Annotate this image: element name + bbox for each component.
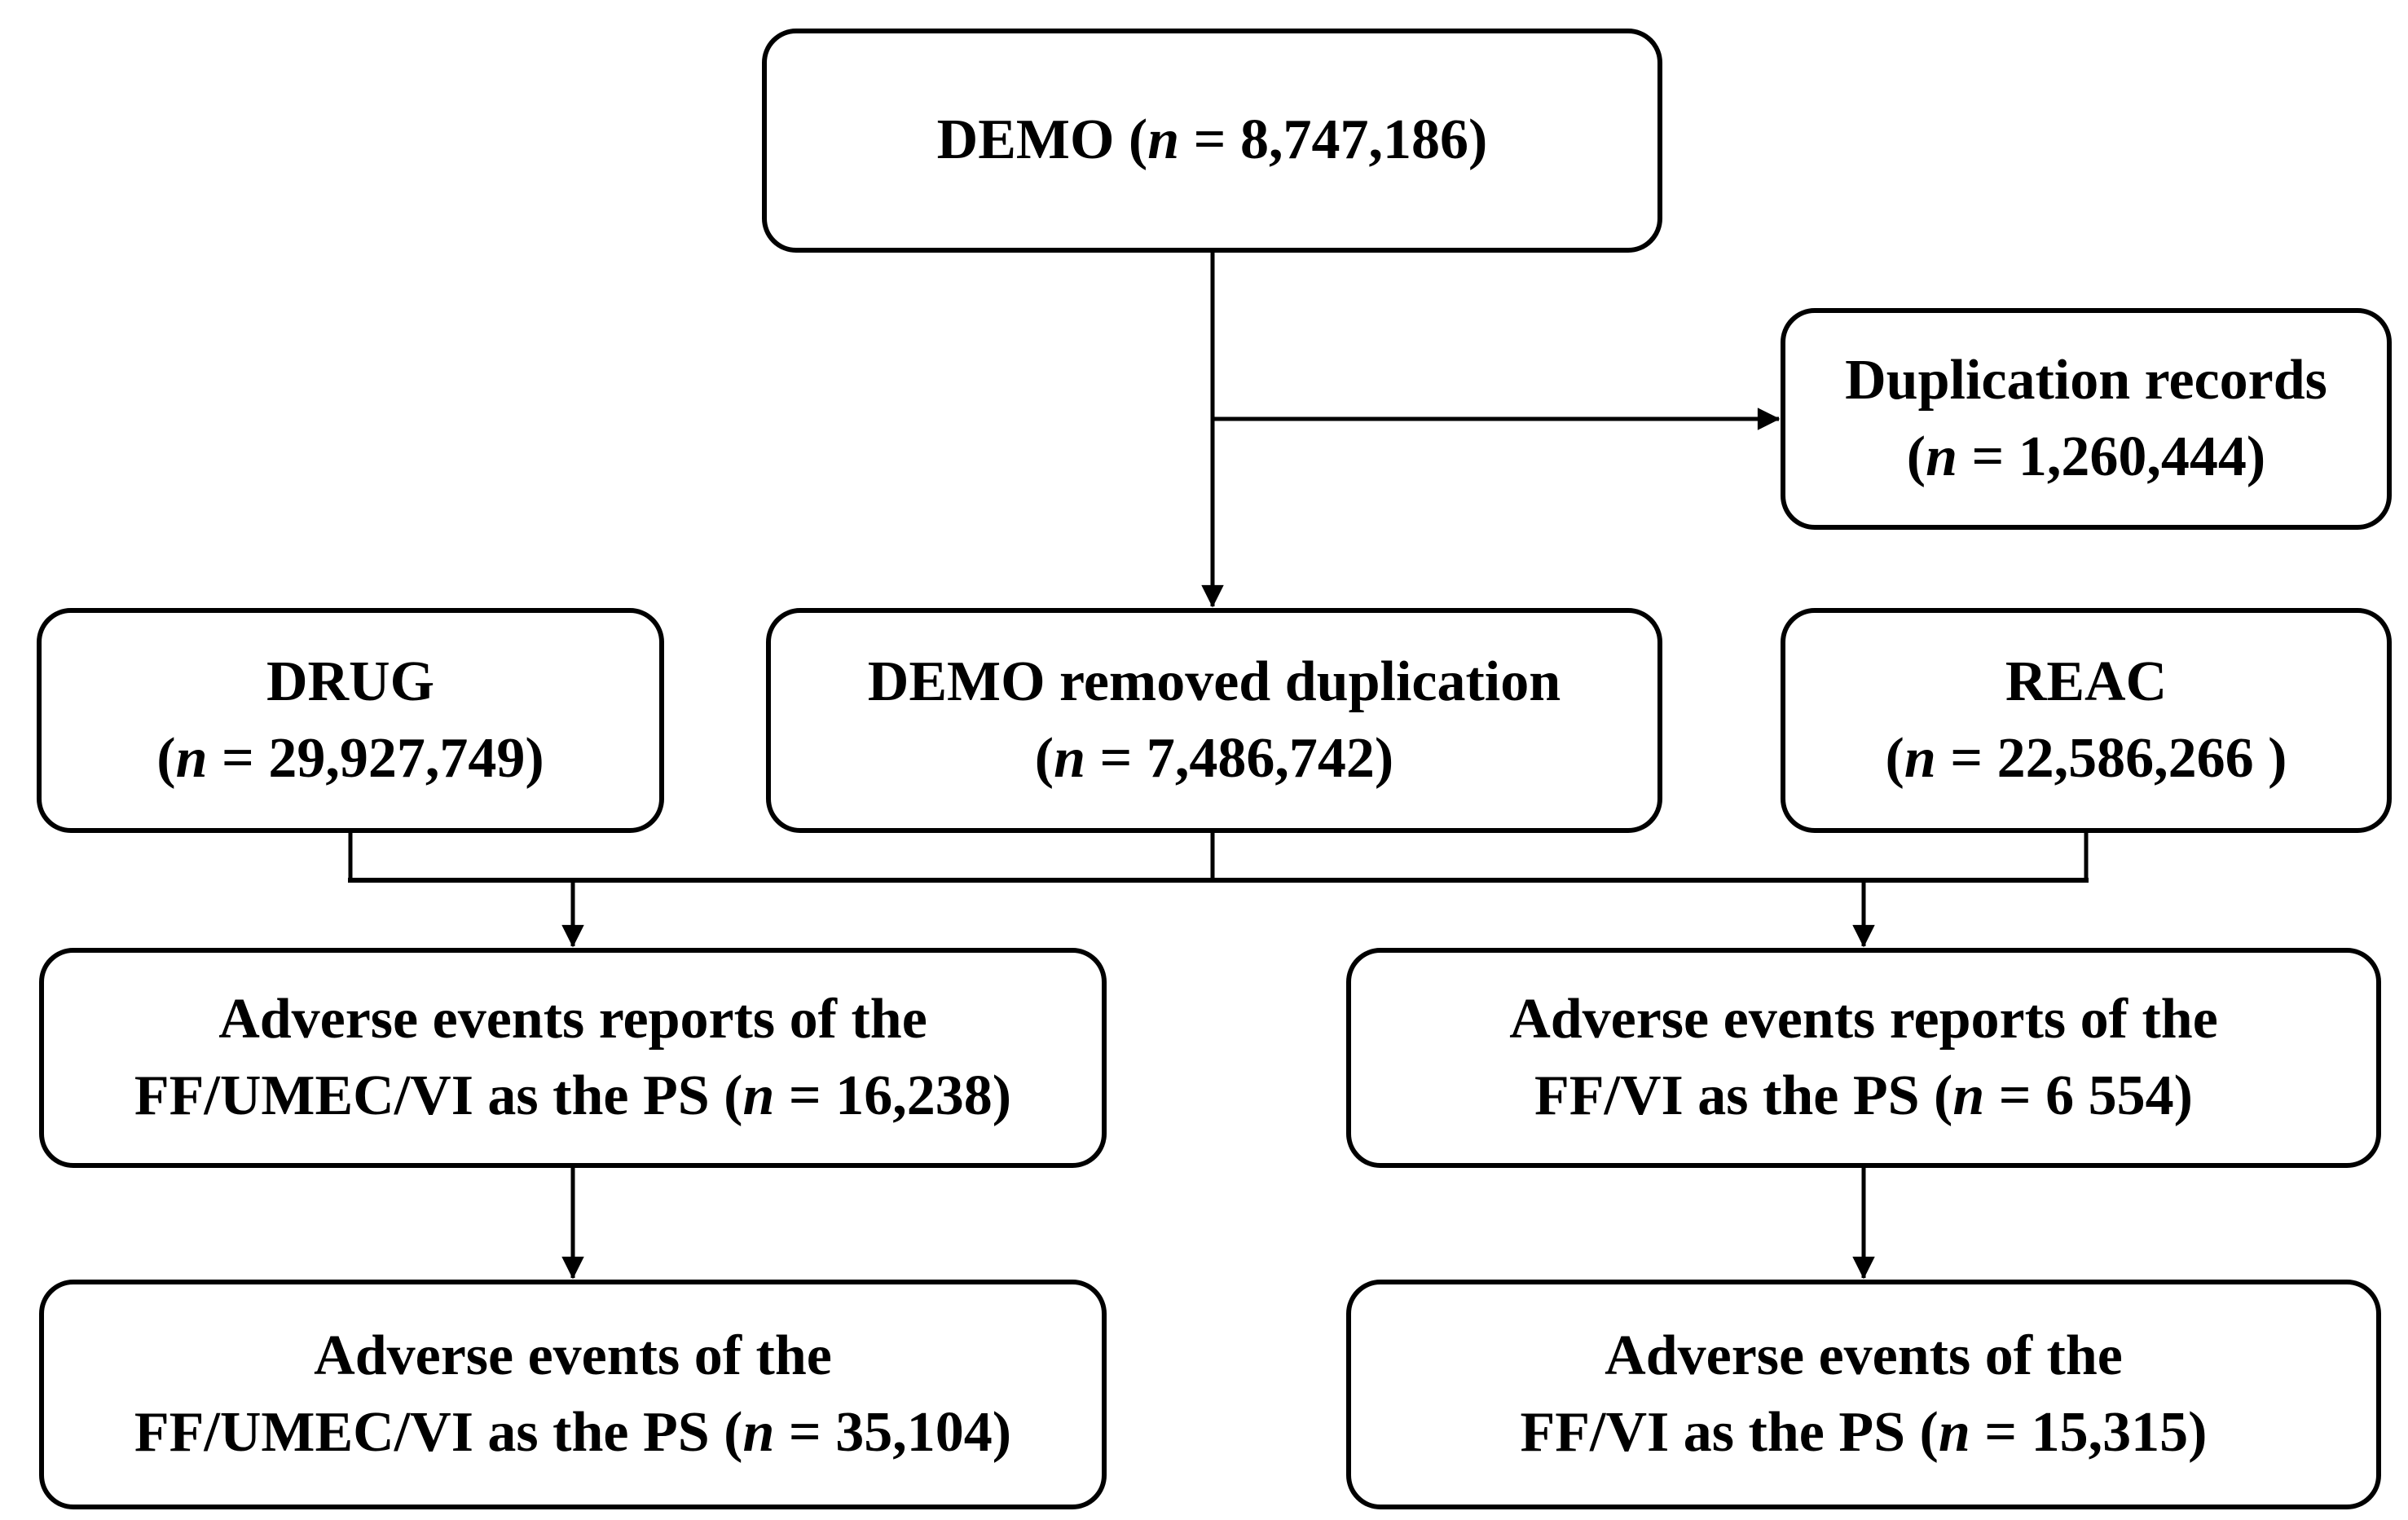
node-ae-ff-vi: Adverse events of the FF/VI as the PS (n… bbox=[1346, 1280, 2381, 1509]
node-ae-ff-umec-vi: Adverse events of the FF/UMEC/VI as the … bbox=[39, 1280, 1107, 1509]
node-duplication-records: Duplication records (n = 1,260,444) bbox=[1781, 308, 2392, 530]
node-ae-ff-umec-vi-label-line1: Adverse events of the bbox=[314, 1324, 832, 1387]
node-demo-label: DEMO ( bbox=[936, 108, 1148, 172]
node-demo-count: = 8,747,186) bbox=[1179, 108, 1488, 172]
node-drug: DRUG (n = 29,927,749) bbox=[37, 608, 664, 833]
node-ae-ff-vi-count: = 15,315) bbox=[1970, 1401, 2208, 1464]
node-duplication-records-paren: ( bbox=[1906, 425, 1926, 488]
node-duplication-records-count: = 1,260,444) bbox=[1957, 425, 2266, 488]
node-demo-removed-duplication-label: DEMO removed duplication bbox=[867, 650, 1561, 713]
node-duplication-records-label: Duplication records bbox=[1845, 348, 2327, 412]
node-drug-count: = 29,927,749) bbox=[207, 727, 544, 790]
node-ae-reports-ff-umec-vi-label-line1: Adverse events reports of the bbox=[218, 987, 927, 1051]
node-ae-ff-vi-label-line1: Adverse events of the bbox=[1605, 1324, 2123, 1387]
node-ae-reports-ff-umec-vi: Adverse events reports of the FF/UMEC/VI… bbox=[39, 948, 1107, 1168]
node-reac: REAC (n = 22,586,266 ) bbox=[1781, 608, 2392, 833]
node-reac-label: REAC bbox=[2005, 650, 2168, 713]
node-demo-removed-duplication-n-symbol: n bbox=[1054, 727, 1086, 790]
node-duplication-records-n-symbol: n bbox=[1926, 425, 1958, 488]
node-ae-ff-vi-label-line2: FF/VI as the PS ( bbox=[1520, 1401, 1939, 1464]
node-demo-n-symbol: n bbox=[1147, 108, 1180, 172]
node-ae-reports-ff-vi-n-symbol: n bbox=[1952, 1064, 1985, 1127]
node-ae-reports-ff-vi-count: = 6 554) bbox=[1984, 1064, 2193, 1127]
node-ae-ff-umec-vi-label-line2: FF/UMEC/VI as the PS ( bbox=[134, 1401, 743, 1464]
node-drug-label: DRUG bbox=[266, 650, 435, 713]
node-ae-ff-umec-vi-count: = 35,104) bbox=[774, 1401, 1012, 1464]
node-ae-reports-ff-vi-label-line2: FF/VI as the PS ( bbox=[1534, 1064, 1953, 1127]
node-ae-reports-ff-vi: Adverse events reports of the FF/VI as t… bbox=[1346, 948, 2381, 1168]
node-demo-removed-duplication-count: = 7,486,742) bbox=[1085, 727, 1394, 790]
node-drug-paren: ( bbox=[156, 727, 176, 790]
node-drug-n-symbol: n bbox=[175, 727, 208, 790]
node-ae-reports-ff-vi-label-line1: Adverse events reports of the bbox=[1509, 987, 2218, 1051]
node-ae-ff-umec-vi-n-symbol: n bbox=[742, 1401, 775, 1464]
node-ae-reports-ff-umec-vi-label-line2: FF/UMEC/VI as the PS ( bbox=[134, 1064, 743, 1127]
node-demo: DEMO (n = 8,747,186) bbox=[762, 29, 1662, 253]
node-ae-reports-ff-umec-vi-n-symbol: n bbox=[742, 1064, 775, 1127]
node-ae-ff-vi-n-symbol: n bbox=[1938, 1401, 1970, 1464]
node-demo-removed-duplication-paren: ( bbox=[1034, 727, 1054, 790]
node-ae-reports-ff-umec-vi-count: = 16,238) bbox=[774, 1064, 1012, 1127]
node-reac-n-symbol: n bbox=[1904, 727, 1936, 790]
node-reac-count: = 22,586,266 ) bbox=[1935, 727, 2287, 790]
node-reac-paren: ( bbox=[1885, 727, 1904, 790]
node-demo-removed-duplication: DEMO removed duplication (n = 7,486,742) bbox=[766, 608, 1662, 833]
